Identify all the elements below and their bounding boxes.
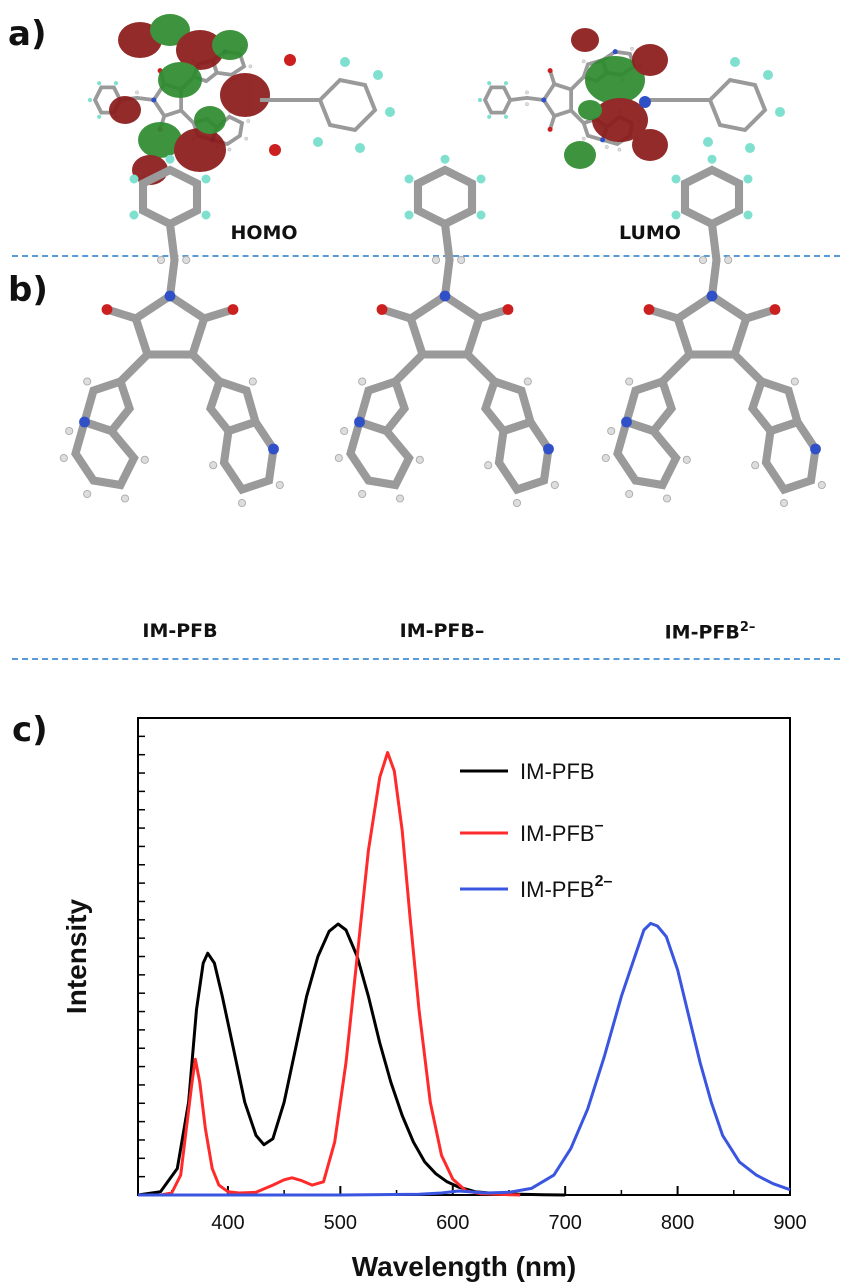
lumo-orbital [475, 28, 785, 169]
y-axis-label: Intensity [61, 899, 92, 1015]
im-pfb-dianion-sup: 2– [739, 620, 756, 635]
x-tick-label: 400 [211, 1212, 244, 1234]
plot-frame [137, 717, 791, 1196]
series-line-0 [137, 922, 566, 1197]
im-pfb-dianion-base: IM-PFB [664, 621, 740, 644]
lumo-label: LUMO [619, 222, 681, 244]
x-tick-label: 500 [324, 1212, 357, 1234]
x-axis-label: Wavelength (nm) [352, 1251, 577, 1282]
x-tick-label: 900 [773, 1212, 806, 1234]
homo-label: HOMO [230, 222, 298, 244]
legend-label-0: IM-PFB [520, 759, 595, 784]
x-tick-label: 700 [548, 1212, 581, 1234]
divider-b-c [12, 658, 840, 660]
legend-label-2: IM-PFB2– [520, 873, 612, 902]
series-line-2 [138, 921, 791, 1197]
panel-a-label: a) [8, 14, 47, 54]
series-line-1 [138, 751, 521, 1197]
homo-orbital [85, 14, 395, 185]
im-pfb-minus-label: IM-PFB– [399, 620, 485, 642]
x-tick-label: 600 [436, 1212, 469, 1234]
panel-b-label: b) [8, 270, 48, 310]
divider-a-b [12, 255, 840, 257]
im-pfb-dianion-label: IM-PFB2– [620, 620, 800, 643]
im-pfb-label: IM-PFB [142, 620, 218, 642]
panel-c-label: c) [12, 710, 48, 750]
x-tick-label: 800 [661, 1212, 694, 1234]
molecule-illustrations [0, 14, 852, 660]
legend-label-1: IM-PFB– [520, 817, 604, 846]
